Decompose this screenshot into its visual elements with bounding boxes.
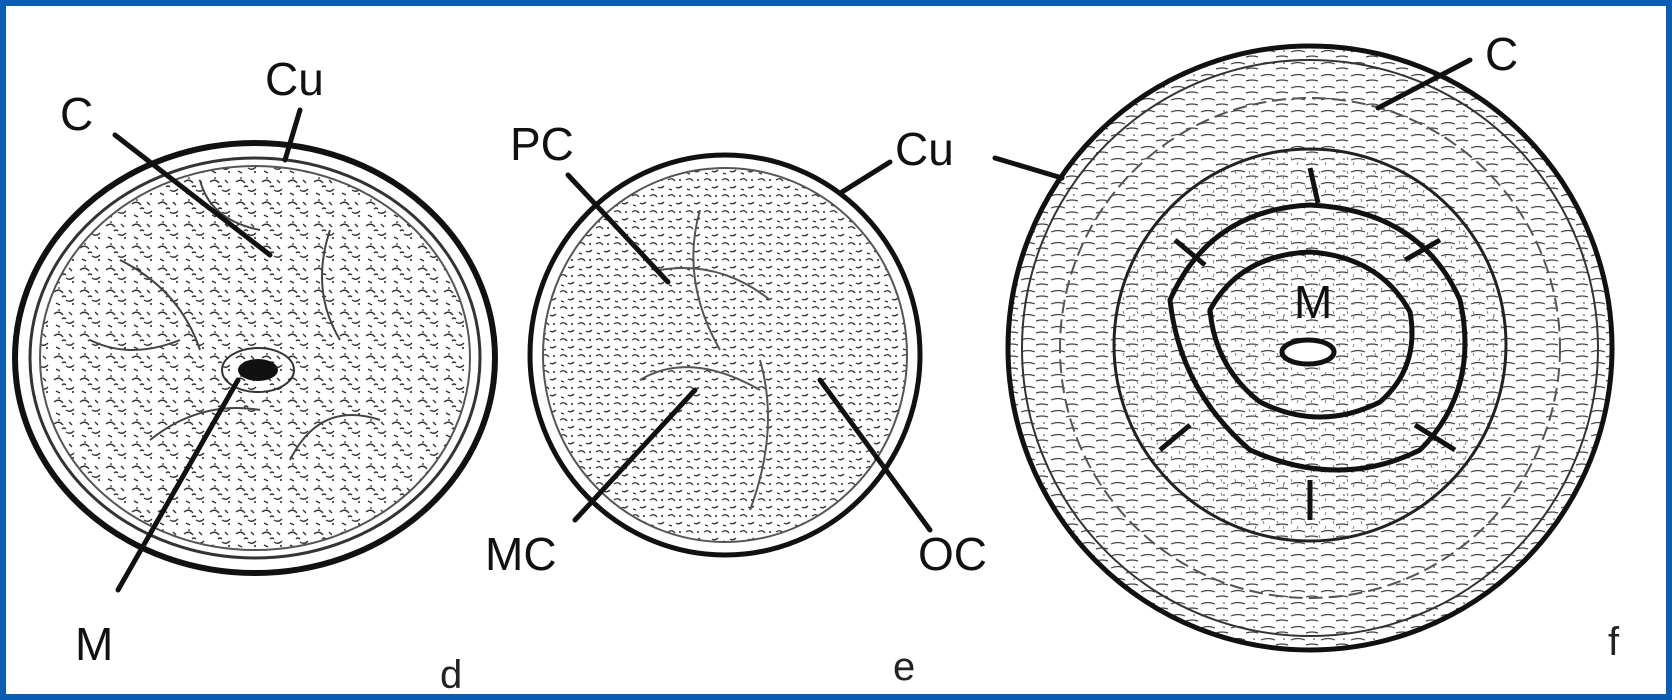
panel-e-label-ortho-cortex: OC bbox=[918, 528, 987, 580]
panel-e-letter: e bbox=[893, 645, 915, 689]
panel-f-letter: f bbox=[1608, 620, 1620, 664]
panel-d-label-cuticle: Cu bbox=[265, 53, 324, 105]
panel-d-cortex bbox=[40, 166, 470, 550]
panel-d-medulla bbox=[238, 359, 278, 381]
panel-e-label-cuticle: Cu bbox=[895, 123, 954, 175]
panel-d-cross-section: C Cu M d bbox=[15, 53, 495, 697]
panel-f-cross-section: C Cu M f bbox=[995, 28, 1620, 664]
panel-d-letter: d bbox=[440, 653, 462, 697]
panel-d-label-medulla: M bbox=[75, 618, 113, 670]
panel-e-cross-section: PC Cu MC OC e bbox=[485, 118, 987, 689]
panel-f-cuticle-leader bbox=[995, 158, 1062, 178]
panel-d-label-cortex: C bbox=[60, 88, 93, 140]
panel-e-label-meso-cortex: MC bbox=[485, 528, 557, 580]
panel-e-label-para-cortex: PC bbox=[510, 118, 574, 170]
figure-panel: C Cu M d PC Cu MC OC e C Cu M f bbox=[6, 6, 1666, 694]
panel-f-label-cortex: C bbox=[1485, 28, 1518, 80]
panel-e-cuticle-leader bbox=[842, 162, 890, 192]
panel-f-medulla-core bbox=[1282, 340, 1334, 364]
panel-e-cortex bbox=[543, 168, 907, 542]
panel-f-label-medulla: M bbox=[1294, 276, 1332, 328]
